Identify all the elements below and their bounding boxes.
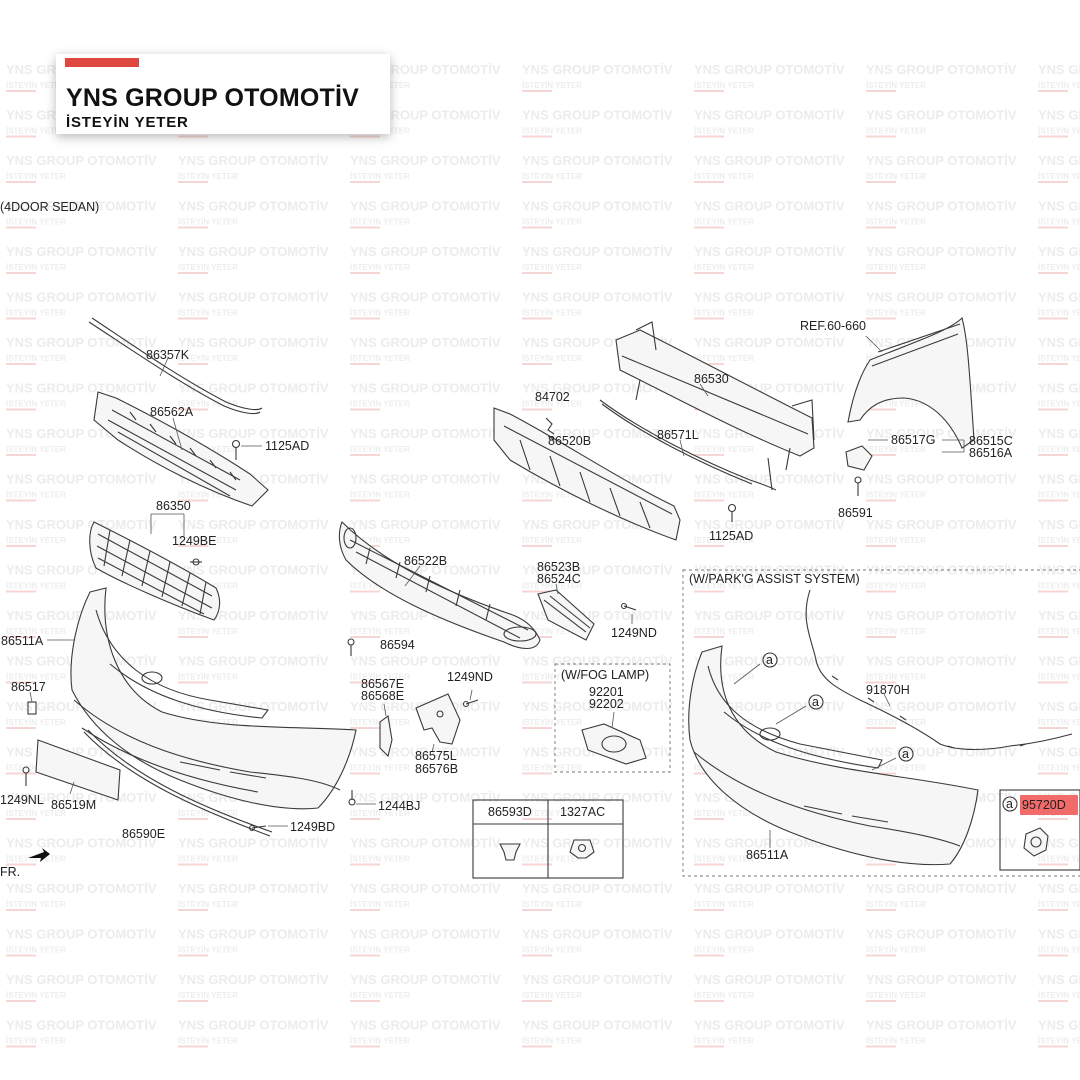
clip-1249be <box>190 558 202 566</box>
part-86517g-cover[interactable] <box>845 445 873 471</box>
label-86511a-left[interactable]: 86511A <box>1 634 44 648</box>
part-86571l-wire[interactable] <box>599 399 777 491</box>
table-cell-1327ac[interactable]: 1327AC <box>560 805 605 819</box>
label-86591[interactable]: 86591 <box>838 506 873 520</box>
brand-accent-bar <box>65 58 139 67</box>
part-86590e-moulding[interactable] <box>83 729 273 837</box>
label-1249bd[interactable]: 1249BD <box>290 820 335 834</box>
callout-a-markers <box>733 652 1018 812</box>
part-86567e-cover[interactable] <box>379 715 393 758</box>
variant-title: (4DOOR SEDAN) <box>0 200 99 214</box>
highlight-95720d <box>1020 795 1078 815</box>
label-86515c[interactable]: 86515C <box>969 434 1013 448</box>
bolt-1125ad-upper <box>231 439 241 460</box>
clip-86594 <box>347 638 355 656</box>
brand-card: YNS GROUP OTOMOTİV İSTEYİN YETER <box>56 54 390 134</box>
nut-1327ac-icon <box>569 839 595 859</box>
clip-86517 <box>27 701 37 715</box>
group-parking-assist-title: (W/PARK'G ASSIST SYSTEM) <box>689 572 860 586</box>
label-ref-60-660[interactable]: REF.60-660 <box>800 319 866 333</box>
direction-label: FR. <box>0 865 20 879</box>
label-86517g[interactable]: 86517G <box>891 433 935 447</box>
label-86350[interactable]: 86350 <box>156 499 191 513</box>
part-86519m-plate[interactable] <box>35 739 121 801</box>
label-86530[interactable]: 86530 <box>694 372 729 386</box>
label-86519m[interactable]: 86519M <box>51 798 96 812</box>
label-86567e[interactable]: 86567E <box>361 677 404 691</box>
fastener-table <box>472 799 624 879</box>
bolt-1244bj <box>348 790 356 806</box>
label-1244bj[interactable]: 1244BJ <box>378 799 420 813</box>
bolt-86591 <box>854 476 862 496</box>
group-fog-lamp-title: (W/FOG LAMP) <box>561 668 649 682</box>
label-95720d[interactable]: 95720D <box>1022 798 1066 812</box>
label-86524c[interactable]: 86524C <box>537 572 581 586</box>
label-1249nl[interactable]: 1249NL <box>0 793 44 807</box>
part-86357k-strip[interactable] <box>88 317 263 415</box>
label-86562a[interactable]: 86562A <box>150 405 194 419</box>
label-92202[interactable]: 92202 <box>589 697 624 711</box>
clip-84702 <box>545 417 555 435</box>
label-86594[interactable]: 86594 <box>380 638 415 652</box>
label-84702[interactable]: 84702 <box>535 390 570 404</box>
part-91870h-wiring[interactable] <box>805 589 1073 750</box>
part-86530-beam[interactable] <box>615 321 815 491</box>
screw-1249bd <box>248 824 267 832</box>
label-92201[interactable]: 92201 <box>589 685 624 699</box>
label-86517[interactable]: 86517 <box>11 680 46 694</box>
label-86590e[interactable]: 86590E <box>122 827 165 841</box>
label-86520b[interactable]: 86520B <box>548 434 591 448</box>
part-86350-grille[interactable] <box>89 521 221 621</box>
part-86520b-absorber[interactable] <box>493 407 681 541</box>
label-1249be[interactable]: 1249BE <box>172 534 216 548</box>
part-ref-60-660-fender[interactable] <box>847 316 975 449</box>
part-86562a-upper-grille[interactable] <box>93 391 269 507</box>
label-1249nd-lower[interactable]: 1249ND <box>447 670 493 684</box>
label-1249nd-bezel[interactable]: 1249ND <box>611 626 657 640</box>
label-86575l[interactable]: 86575L <box>415 749 457 763</box>
label-1125ad-beam[interactable]: 1125AD <box>709 529 753 543</box>
part-86575l-bracket[interactable] <box>415 693 461 745</box>
parking-assist-box <box>682 569 1080 877</box>
label-1125ad-upper[interactable]: 1125AD <box>265 439 309 453</box>
part-86523b-bezel[interactable] <box>537 589 595 641</box>
part-86522b-lower-grille[interactable] <box>338 521 541 650</box>
part-86511a-front-bumper-left[interactable] <box>70 587 357 810</box>
label-91870h[interactable]: 91870H <box>866 683 910 697</box>
brand-slogan: İSTEYİN YETER <box>66 114 189 131</box>
label-86568e[interactable]: 86568E <box>361 689 404 703</box>
part-86511a-front-bumper-right[interactable] <box>688 645 979 866</box>
label-86522b[interactable]: 86522B <box>404 554 447 568</box>
label-86523b[interactable]: 86523B <box>537 560 580 574</box>
callout-a-2: a <box>812 695 819 709</box>
front-direction-arrow <box>28 848 50 862</box>
table-cell-86593d[interactable]: 86593D <box>488 805 532 819</box>
screw-1249nd-lower <box>462 699 479 708</box>
callout-a-3: a <box>902 747 909 761</box>
screw-1249nd-bezel <box>620 602 637 611</box>
label-86357k[interactable]: 86357K <box>146 348 190 362</box>
label-86571l[interactable]: 86571L <box>657 428 699 442</box>
label-86511a-right[interactable]: 86511A <box>746 848 789 862</box>
label-86516a[interactable]: 86516A <box>969 446 1013 460</box>
part-92201-fog-lamp[interactable] <box>581 723 647 765</box>
brand-title: YNS GROUP OTOMOTİV <box>66 84 359 112</box>
clip-86593d-icon <box>499 843 521 861</box>
part-95720d-sensor-icon[interactable] <box>1023 827 1049 857</box>
screw-1249nl <box>22 766 30 786</box>
callout-a-1: a <box>766 653 773 667</box>
bolt-1125ad-beam <box>727 503 737 522</box>
label-86576b[interactable]: 86576B <box>415 762 458 776</box>
sensor-box <box>999 789 1080 871</box>
fog-lamp-box <box>554 663 671 773</box>
callout-a-4: a <box>1006 797 1013 811</box>
